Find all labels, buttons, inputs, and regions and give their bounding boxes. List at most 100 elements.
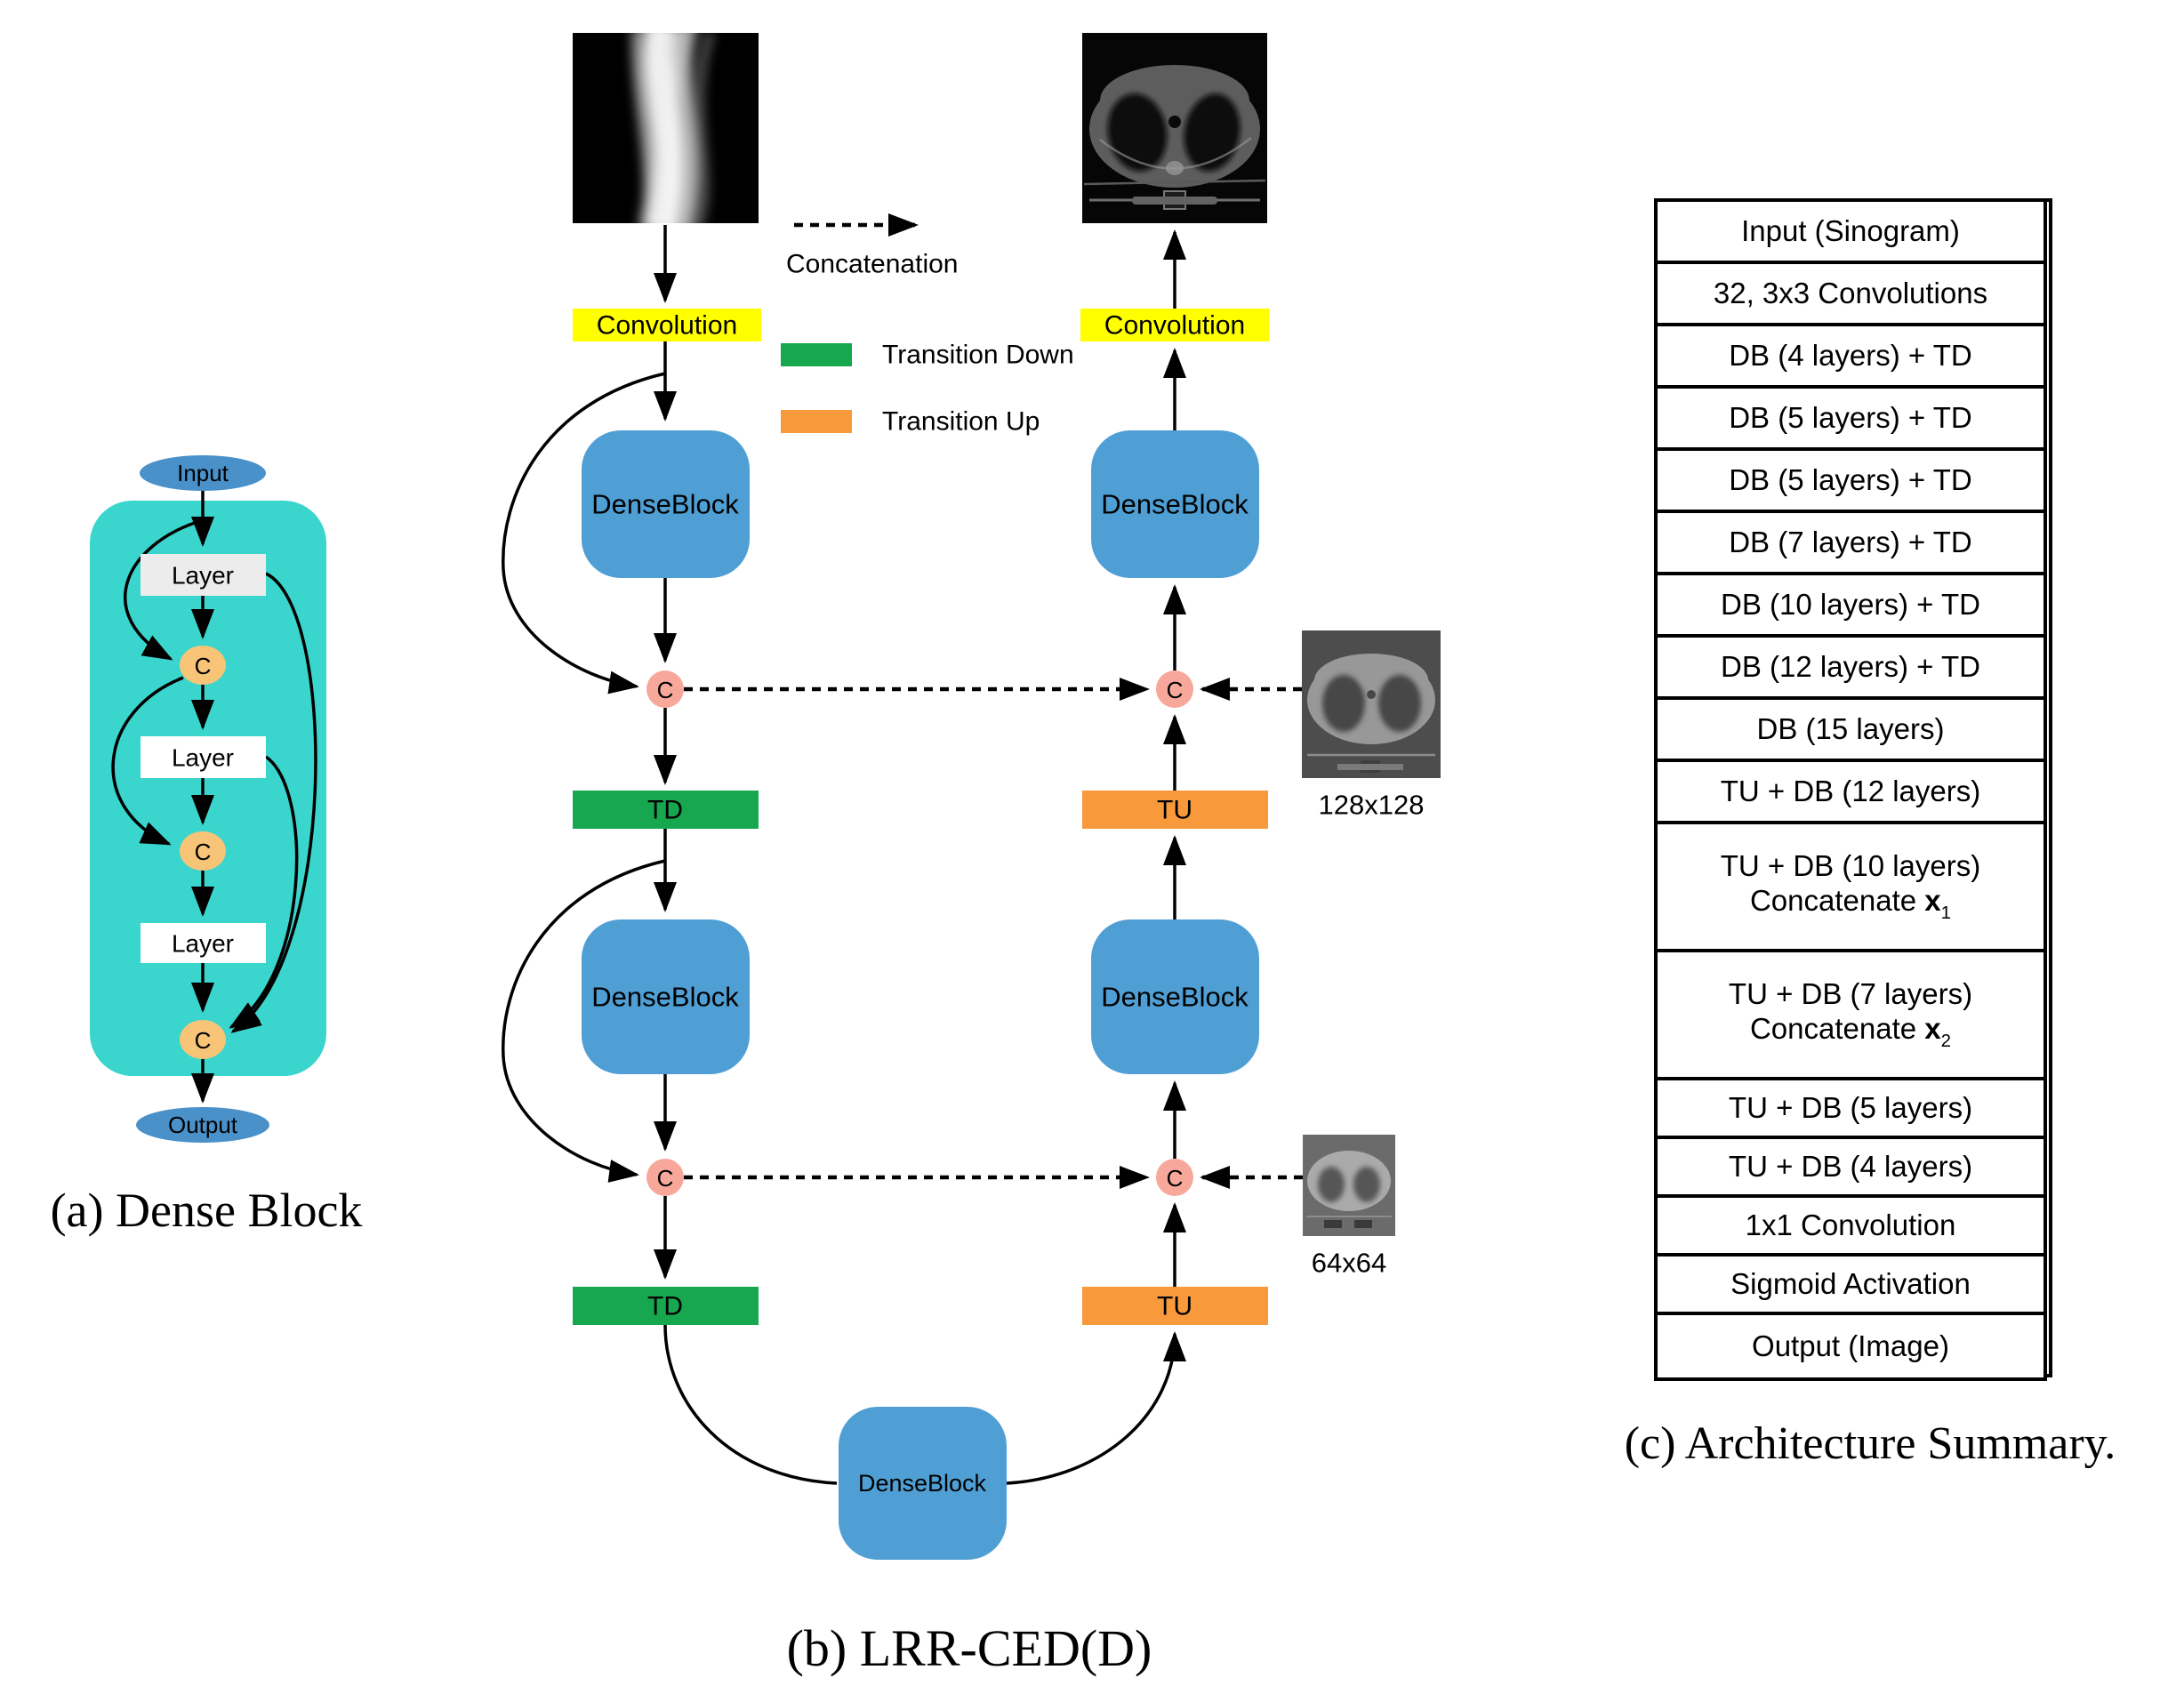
legend-transition-down-label: Transition Down xyxy=(882,341,1074,370)
skip-curve-conv-to-c1 xyxy=(502,372,666,694)
caption-panel-a: (a) Dense Block xyxy=(50,1184,363,1237)
table-row-label: 32, 3x3 Convolutions xyxy=(1713,277,1988,310)
table-row-label: DB (7 layers) + TD xyxy=(1729,526,1972,559)
table-row-label: TU + DB (7 layers) xyxy=(1728,976,1973,1010)
table-row-label: TU + DB (10 layers) xyxy=(1720,848,1981,882)
caption-panel-c: (c) Architecture Summary. xyxy=(1624,1418,2116,1469)
skip-curve-layer1-to-c3 xyxy=(230,572,317,1033)
concat-node-decoder-2-label: C xyxy=(1167,1165,1184,1192)
skip-image-64-label: 64x64 xyxy=(1312,1248,1386,1279)
output-node: Output xyxy=(136,1107,269,1143)
denseblock-bottleneck: DenseBlock xyxy=(839,1407,1007,1560)
table-row-label: DB (10 layers) + TD xyxy=(1721,588,1980,622)
concat-node-a1: C xyxy=(180,646,226,685)
convolution-box-left: Convolution xyxy=(573,309,761,341)
concat-node-encoder-2-label: C xyxy=(657,1165,674,1192)
transition-down-1-label: TD xyxy=(647,796,683,825)
table-row: Input (Sinogram) xyxy=(1658,202,2043,264)
table-row-label: Sigmoid Activation xyxy=(1730,1267,1971,1301)
table-row: TU + DB (7 layers) Concatenate x2 xyxy=(1658,952,2043,1080)
table-row: DB (15 layers) xyxy=(1658,700,2043,762)
concat-node-a1-label: C xyxy=(195,653,212,679)
input-node: Input xyxy=(140,455,266,491)
table-row: TU + DB (12 layers) xyxy=(1658,762,2043,824)
transition-up-1-label: TU xyxy=(1157,796,1192,825)
layer3-label: Layer xyxy=(172,930,234,958)
denseblock-bottleneck-label: DenseBlock xyxy=(858,1470,987,1497)
denseblock-decoder-2-label: DenseBlock xyxy=(1101,982,1249,1013)
skip-image-64 xyxy=(1303,1135,1395,1236)
concat-node-a2-label: C xyxy=(195,839,212,865)
layer2-box: Layer xyxy=(141,736,266,778)
table-row: 1x1 Convolution xyxy=(1658,1198,2043,1256)
skip-curve-input-to-c1 xyxy=(123,518,204,661)
transition-down-1: TD xyxy=(573,791,759,829)
concat-node-encoder-1: C xyxy=(646,670,684,708)
table-row: 32, 3x3 Convolutions xyxy=(1658,264,2043,326)
table-row: TU + DB (10 layers) Concatenate x1 xyxy=(1658,824,2043,952)
table-row: DB (5 layers) + TD xyxy=(1658,389,2043,451)
concat-node-encoder-2: C xyxy=(646,1159,684,1196)
table-row-label: DB (5 layers) + TD xyxy=(1729,401,1972,435)
table-row-label: DB (12 layers) + TD xyxy=(1721,650,1980,684)
transition-up-2-label: TU xyxy=(1157,1292,1192,1321)
skip-curve-to-c2 xyxy=(111,676,184,846)
table-row: DB (7 layers) + TD xyxy=(1658,513,2043,575)
denseblock-decoder-1-label: DenseBlock xyxy=(1101,489,1249,520)
table-row-label: TU + DB (12 layers) xyxy=(1720,775,1981,808)
table-row-label: DB (5 layers) + TD xyxy=(1729,463,1972,497)
skip-curve-td1-to-c2 xyxy=(502,859,666,1183)
transition-down-2-label: TD xyxy=(647,1292,683,1321)
table-row: DB (4 layers) + TD xyxy=(1658,326,2043,389)
sinogram-image xyxy=(573,33,759,223)
convolution-left-label: Convolution xyxy=(597,311,737,341)
table-row: TU + DB (4 layers) xyxy=(1658,1139,2043,1198)
table-row: TU + DB (5 layers) xyxy=(1658,1080,2043,1139)
concat-node-a3: C xyxy=(180,1020,226,1059)
architecture-table: Input (Sinogram) 32, 3x3 Convolutions DB… xyxy=(1654,198,2047,1381)
skip-curve-layer2-to-c3 xyxy=(229,755,299,1029)
caption-panel-b: (b) LRR-CED(D) xyxy=(786,1619,1152,1677)
denseblock-encoder-1: DenseBlock xyxy=(582,430,750,578)
legend-transition-up-label: Transition Up xyxy=(882,407,1040,437)
concat-node-decoder-1: C xyxy=(1156,670,1193,708)
table-row: Output (Image) xyxy=(1658,1315,2043,1377)
table-row-label-line2: Concatenate x1 xyxy=(1749,884,1952,924)
concat-node-decoder-2: C xyxy=(1156,1159,1193,1196)
layer1-box: Layer xyxy=(141,554,266,596)
transition-up-2: TU xyxy=(1082,1287,1268,1325)
table-row: DB (10 layers) + TD xyxy=(1658,575,2043,638)
convolution-right-label: Convolution xyxy=(1104,311,1245,341)
table-row-label: DB (15 layers) xyxy=(1756,712,1945,746)
table-row: DB (12 layers) + TD xyxy=(1658,638,2043,700)
concat-node-a3-label: C xyxy=(195,1027,212,1054)
layer1-label: Layer xyxy=(172,562,234,590)
denseblock-encoder-2-label: DenseBlock xyxy=(591,982,739,1013)
table-row-label: TU + DB (5 layers) xyxy=(1728,1091,1973,1125)
convolution-box-right: Convolution xyxy=(1080,309,1269,341)
table-row-label: Output (Image) xyxy=(1752,1329,1949,1363)
legend-concatenation-label: Concatenation xyxy=(786,250,958,279)
panel-b-lrr-ced: Concatenation Transition Down Transition… xyxy=(502,33,1441,1560)
legend-transition-up-swatch xyxy=(781,410,852,433)
table-row-label: Input (Sinogram) xyxy=(1741,214,1960,248)
transition-down-2: TD xyxy=(573,1287,759,1325)
table-row: Sigmoid Activation xyxy=(1658,1256,2043,1315)
concat-node-a2: C xyxy=(180,831,226,871)
concat-node-decoder-1-label: C xyxy=(1167,677,1184,703)
transition-up-1: TU xyxy=(1082,791,1268,829)
table-row-label: 1x1 Convolution xyxy=(1745,1208,1956,1242)
layer3-box: Layer xyxy=(141,923,266,963)
denseblock-encoder-1-label: DenseBlock xyxy=(591,489,739,520)
input-node-label: Input xyxy=(177,460,229,486)
table-row-label: DB (4 layers) + TD xyxy=(1729,339,1972,373)
output-node-label: Output xyxy=(168,1112,238,1138)
panel-a-dense-block: Input Layer Layer Layer C C xyxy=(90,455,326,1143)
curve-td2-to-bottleneck xyxy=(663,1324,838,1485)
legend-transition-down-swatch xyxy=(781,343,852,366)
table-row-label: TU + DB (4 layers) xyxy=(1728,1150,1973,1184)
table-row: DB (5 layers) + TD xyxy=(1658,451,2043,513)
skip-image-128-label: 128x128 xyxy=(1319,790,1425,821)
